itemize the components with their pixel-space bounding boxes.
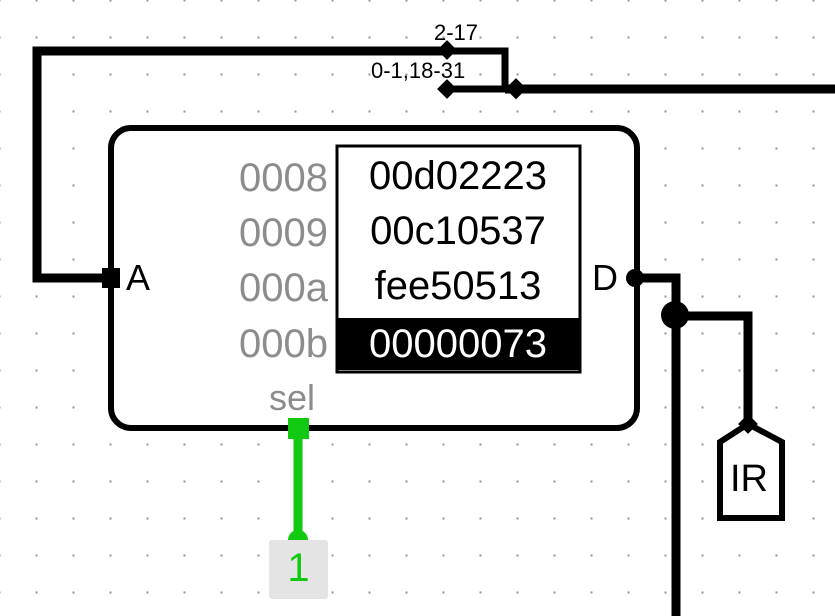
select-port-connector[interactable] [288,418,309,439]
ir-wire[interactable] [676,311,753,426]
port-d-label: D [592,257,618,298]
splitter-end-top [437,40,457,60]
memory-word: fee50513 [374,264,542,308]
wire-junction [661,301,689,329]
select-label: sel [269,377,316,418]
ir-output-pin[interactable] [717,420,785,521]
memory-word-selected: 00000073 [336,318,580,370]
ir-pin-connector [738,414,758,434]
memory-address: 0008 [239,156,328,200]
port-a-label: A [126,257,151,298]
splitter-label-bottom: 0-1,18-31 [371,58,466,83]
splitter[interactable] [448,47,509,93]
splitter-label-top: 2-17 [434,20,479,45]
address-wire[interactable] [32,46,448,283]
input-pin-value[interactable]: 1 [287,546,310,590]
memory-address: 000b [239,322,328,366]
port-a-connector[interactable] [102,268,120,288]
memory-address: 000a [239,266,328,310]
splitter-joint [505,78,527,100]
ir-label: IR [730,458,768,500]
memory-word: 00c10537 [370,209,546,253]
input-pin[interactable] [269,540,328,599]
memory-address: 0009 [239,211,328,255]
splitter-end-bottom [437,79,457,99]
data-output-wire[interactable] [635,273,681,616]
memory-word: 00d02223 [369,154,547,198]
